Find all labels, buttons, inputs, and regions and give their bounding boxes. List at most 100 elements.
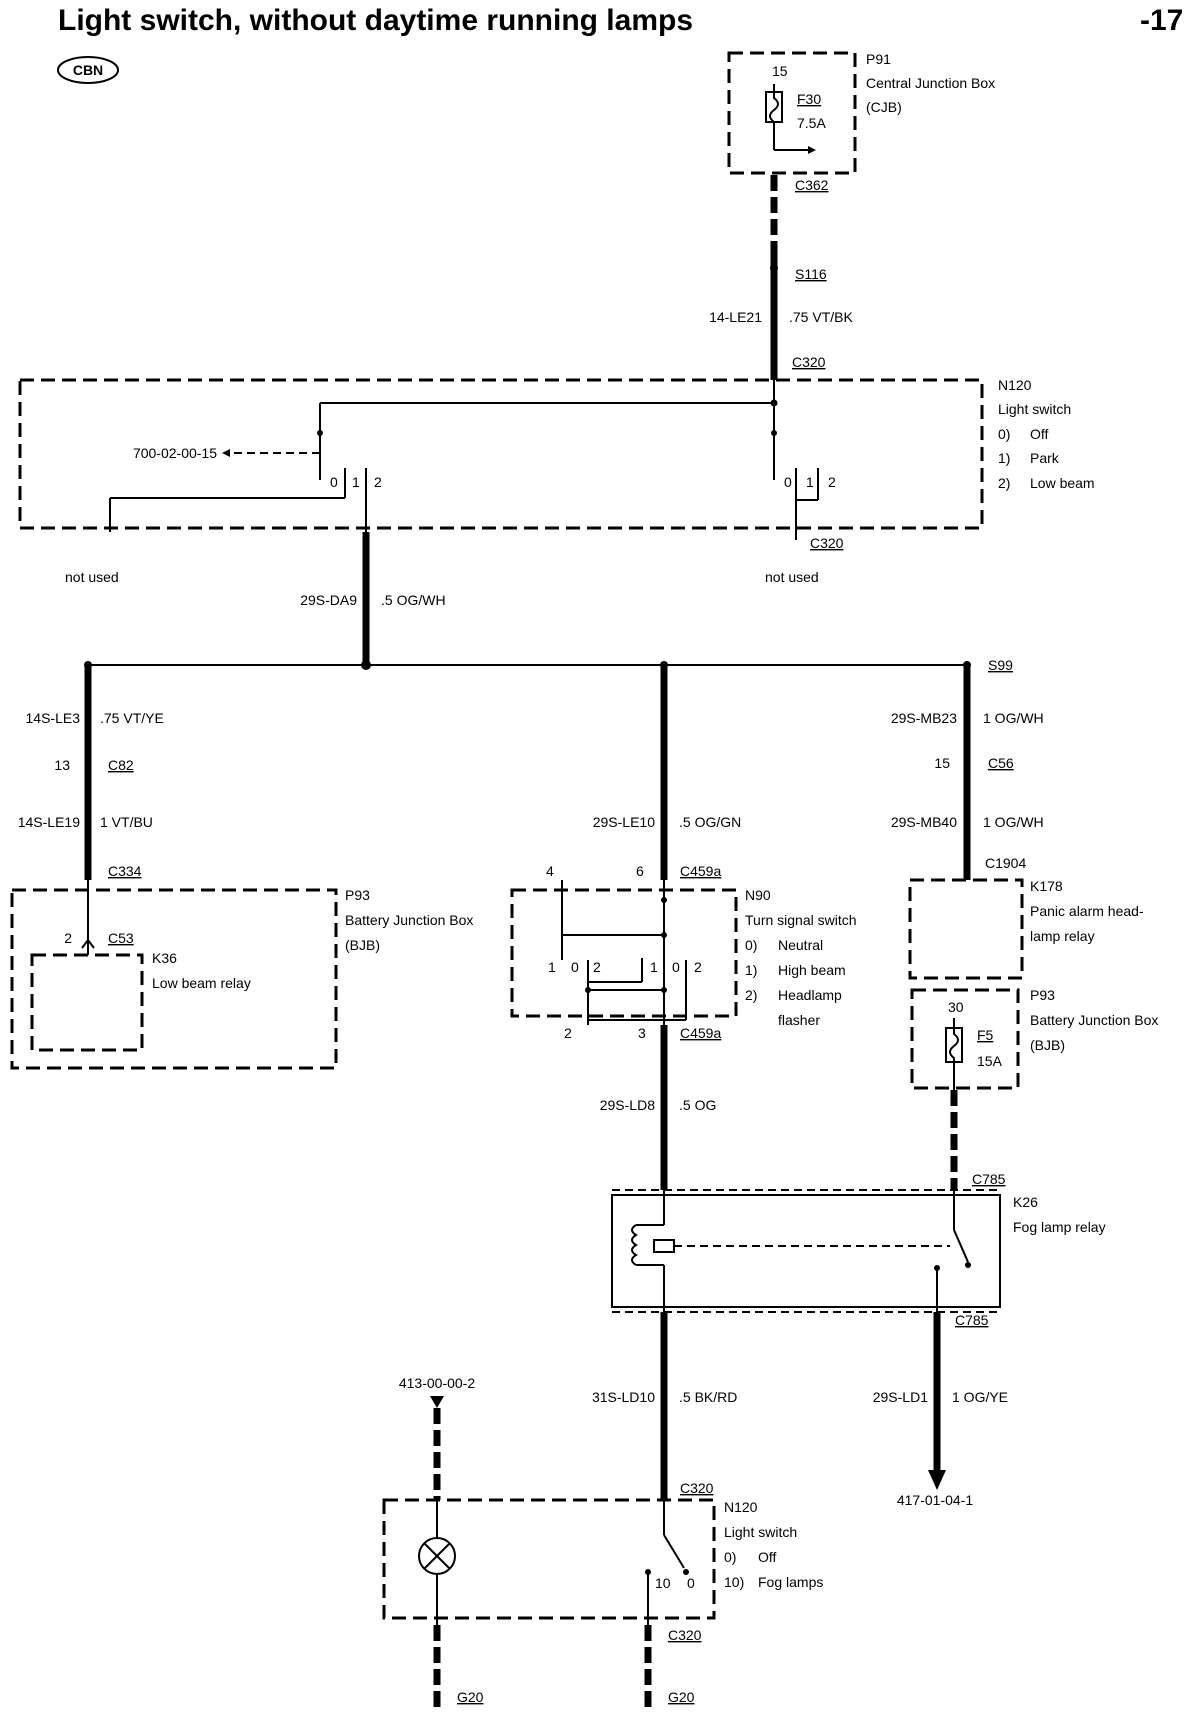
- p91-name: Central Junction Box: [866, 75, 995, 91]
- k26-name: Fog lamp relay: [1013, 1219, 1106, 1235]
- w9-spec: .5 BK/RD: [679, 1389, 737, 1405]
- k178-box: [908, 878, 1024, 980]
- k178-id: K178: [1030, 878, 1063, 894]
- n120-internal-wiring: [109, 380, 819, 540]
- n120b-sw0: 0: [687, 1575, 695, 1591]
- n120b-name: Light switch: [724, 1524, 797, 1540]
- n90-pos2-label2: flasher: [778, 1012, 820, 1028]
- c320-top-label: C320: [792, 354, 826, 370]
- w10-spec: 1 OG/YE: [952, 1389, 1008, 1405]
- page-title: Light switch, without daytime running la…: [58, 4, 693, 37]
- w1-code: 14-LE21: [709, 309, 762, 325]
- p91-abbr: (CJB): [866, 99, 902, 115]
- n120-box: [18, 378, 984, 530]
- n90-sw-b-1: 1: [650, 959, 658, 975]
- sw-a-pos2: 2: [374, 474, 382, 490]
- k36-id: K36: [152, 950, 177, 966]
- sw-b-pos2: 2: [828, 474, 836, 490]
- p91-rating: 7.5A: [797, 115, 826, 131]
- c459a-bot-label: C459a: [680, 1025, 721, 1041]
- n90-pos1: 1): [745, 962, 757, 978]
- n90-pos2: 2): [745, 987, 757, 1003]
- c785-bot-label: C785: [955, 1312, 989, 1328]
- c362-label: C362: [795, 177, 829, 193]
- n120b-pos10-label: Fog lamps: [758, 1574, 823, 1590]
- p93a-id: P93: [345, 887, 370, 903]
- p93b-abbr: (BJB): [1030, 1037, 1065, 1053]
- fuse-f5-icon: [945, 1018, 963, 1090]
- n120b-pos0-label: Off: [758, 1549, 777, 1565]
- fog-switch-icon: [645, 1500, 689, 1625]
- g20-a-label: G20: [457, 1689, 484, 1705]
- w3-spec: .75 VT/YE: [100, 710, 164, 726]
- c1904-label: C1904: [985, 855, 1026, 871]
- w4-spec: 1 VT/BU: [100, 814, 153, 830]
- n120-id: N120: [998, 377, 1032, 393]
- svg-text:CBN: CBN: [73, 62, 103, 78]
- w5-code: 29S-LE10: [593, 814, 655, 830]
- k26-box: [611, 1194, 1001, 1308]
- n90-internal-wiring: [561, 880, 687, 1030]
- s116-splice: [770, 264, 778, 272]
- n90-sw-b-0: 0: [672, 959, 680, 975]
- w4-code: 14S-LE19: [18, 814, 80, 830]
- c82-label: C82: [108, 757, 134, 773]
- c459a-top-pin6: 6: [636, 863, 644, 879]
- w2-code: 29S-DA9: [300, 592, 357, 608]
- g20-b-label: G20: [668, 1689, 695, 1705]
- n90-pos0: 0): [745, 937, 757, 953]
- w8-spec: .5 OG: [679, 1097, 716, 1113]
- p91-box: [727, 51, 857, 175]
- n90-id: N90: [745, 887, 771, 903]
- c459a-top-pin4: 4: [546, 863, 554, 879]
- arrow-in-icon: [430, 1396, 444, 1408]
- n120b-pos0: 0): [724, 1549, 736, 1565]
- cbn-logo: CBN: [57, 56, 119, 84]
- c459a-bot-pin2: 2: [564, 1025, 572, 1041]
- page-number: -17: [1140, 4, 1183, 37]
- p93a-name: Battery Junction Box: [345, 912, 473, 928]
- s116-label: S116: [795, 266, 827, 282]
- sw-a-pos1: 1: [352, 474, 360, 490]
- fuse-f30-icon: [765, 84, 816, 154]
- relay-contact-icon: [934, 1190, 971, 1312]
- not-used-left: not used: [65, 569, 119, 585]
- sw-b-pos1: 1: [806, 474, 814, 490]
- w7-spec: 1 OG/WH: [983, 814, 1044, 830]
- n120b-sw10: 10: [655, 1575, 671, 1591]
- c459a-top-label: C459a: [680, 863, 721, 879]
- n90-name: Turn signal switch: [745, 912, 857, 928]
- c459a-bot-pin3: 3: [638, 1025, 646, 1041]
- n90-sw-a-1: 1: [548, 959, 556, 975]
- w9-code: 31S-LD10: [592, 1389, 655, 1405]
- p91-id: P91: [866, 51, 891, 67]
- bus-node-main: [361, 660, 371, 670]
- w6-code: 29S-MB23: [891, 710, 957, 726]
- n120b-id: N120: [724, 1499, 758, 1515]
- n120-name: Light switch: [998, 401, 1071, 417]
- n90-sw-a-0: 0: [571, 959, 579, 975]
- n90-sw-b-2: 2: [694, 959, 702, 975]
- c56-pin: 15: [934, 755, 950, 771]
- n120-pos2: 2): [998, 475, 1010, 491]
- n90-pos1-label: High beam: [778, 962, 846, 978]
- n120b-box: [382, 1498, 716, 1620]
- c82-pin: 13: [54, 757, 70, 773]
- k36-box: [30, 953, 144, 1052]
- n120-pos0: 0): [998, 426, 1010, 442]
- c56-label: C56: [988, 755, 1014, 771]
- not-used-right: not used: [765, 569, 819, 585]
- c320-bot-label: C320: [668, 1627, 702, 1643]
- w8-code: 29S-LD8: [600, 1097, 655, 1113]
- p91-pin: 15: [772, 63, 788, 79]
- n90-box: [510, 888, 738, 1018]
- n90-sw-a-2: 2: [593, 959, 601, 975]
- p93a-box: [10, 888, 338, 1070]
- n90-pos2-label: Headlamp: [778, 987, 842, 1003]
- w10-code: 29S-LD1: [873, 1389, 928, 1405]
- n120-pos0-label: Off: [1030, 426, 1049, 442]
- sw-b-pos0: 0: [784, 474, 792, 490]
- w6-spec: 1 OG/WH: [983, 710, 1044, 726]
- c53-label: C53: [108, 930, 134, 946]
